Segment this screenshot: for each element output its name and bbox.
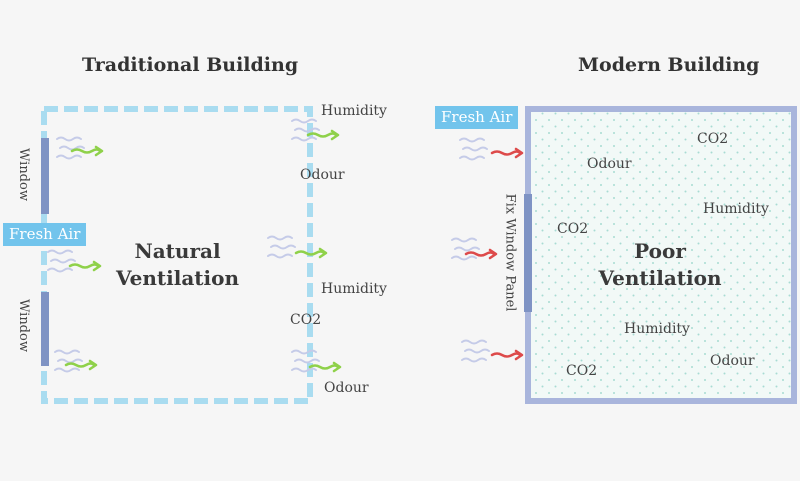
traditional-title: Traditional Building xyxy=(82,54,299,76)
window-bottom-pane xyxy=(41,292,49,366)
co2-label: CO2 xyxy=(557,221,589,237)
air-wave-icon xyxy=(47,249,76,273)
center-line-2: Ventilation xyxy=(598,266,722,290)
odour-label: Odour xyxy=(300,167,345,183)
window-bottom-label: Window xyxy=(15,298,31,352)
humidity-label: Humidity xyxy=(321,281,387,297)
natural-ventilation-label: Natural Ventilation xyxy=(110,238,245,292)
air-wave-icon xyxy=(54,349,83,373)
odour-label: Odour xyxy=(587,156,632,172)
center-line-1: Natural xyxy=(134,239,221,263)
air-wave-icon xyxy=(267,235,296,259)
center-line-2: Ventilation xyxy=(115,266,240,290)
red-arrow-icon xyxy=(490,349,524,361)
poor-ventilation-label: Poor Ventilation xyxy=(590,238,730,292)
co2-label: CO2 xyxy=(697,131,729,147)
air-wave-icon xyxy=(56,136,85,160)
co2-label: CO2 xyxy=(566,363,598,379)
fresh-air-tag: Fresh Air xyxy=(435,106,519,129)
humidity-label: Humidity xyxy=(321,103,387,119)
window-top-pane xyxy=(41,138,49,214)
center-line-1: Poor xyxy=(634,239,686,263)
air-wave-icon xyxy=(459,137,488,161)
fresh-air-tag: Fresh Air xyxy=(3,223,87,246)
humidity-label: Humidity xyxy=(703,201,769,217)
odour-label: Odour xyxy=(324,380,369,396)
air-wave-icon xyxy=(291,349,320,373)
green-arrow-icon xyxy=(68,260,102,272)
air-wave-icon xyxy=(461,339,490,363)
humidity-label: Humidity xyxy=(624,321,690,337)
modern-title: Modern Building xyxy=(578,54,760,76)
red-arrow-icon xyxy=(490,147,524,159)
window-top-label: Window xyxy=(15,147,31,201)
air-wave-icon xyxy=(291,118,320,142)
co2-label: CO2 xyxy=(290,312,322,328)
fix-window-panel-label: Fix Window Panel xyxy=(502,193,518,311)
fix-window-panel xyxy=(524,194,532,312)
odour-label: Odour xyxy=(710,353,755,369)
